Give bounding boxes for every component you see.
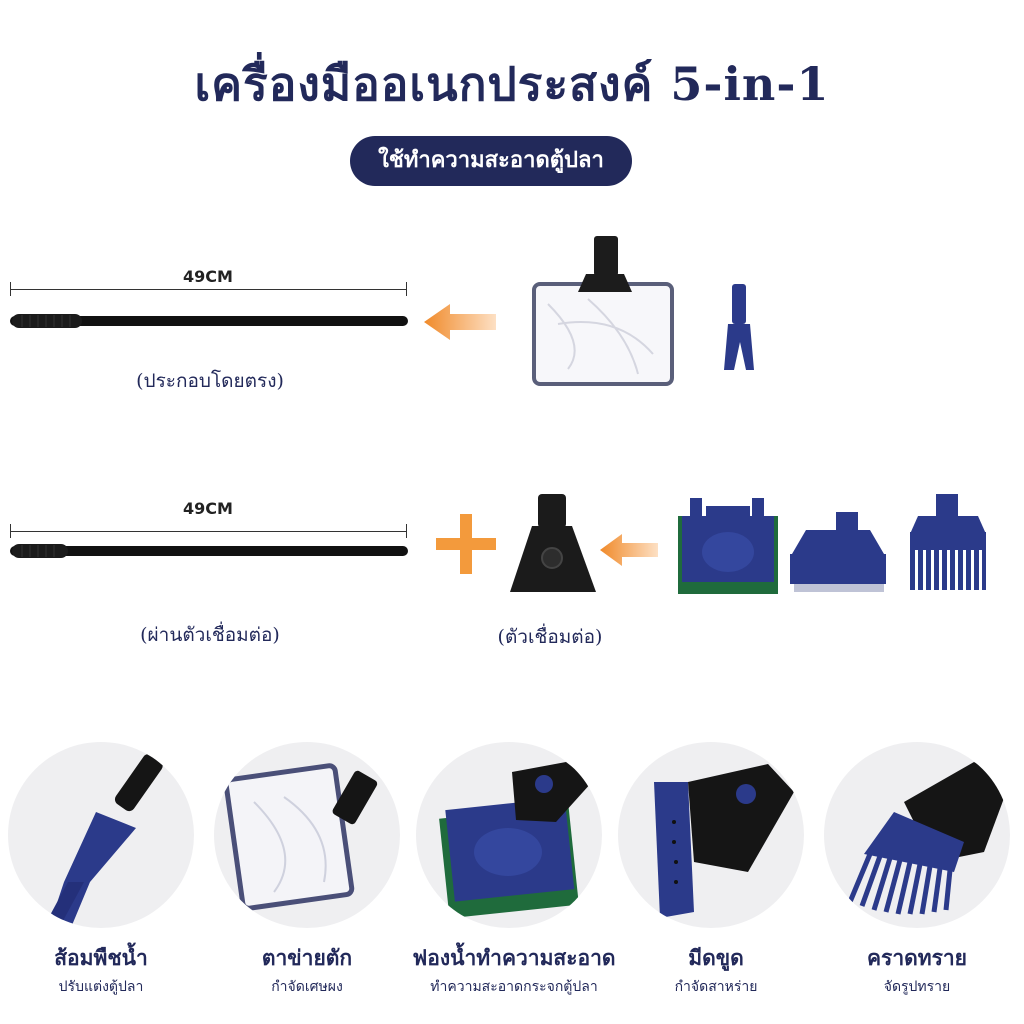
connector-image	[510, 494, 596, 592]
tool-photo-fork	[8, 742, 194, 928]
arrow-left-icon-2	[600, 534, 658, 566]
subtitle-badge: ใช้ทำความสะอาดตู้ปลา	[350, 136, 632, 186]
caption-connector: (ตัวเชื่อมต่อ)	[497, 626, 603, 648]
handle-pole-row2	[10, 544, 408, 558]
caption-via-connector: (ผ่านตัวเชื่อมต่อ)	[140, 624, 280, 646]
tool-name-scraper: มีดขูด	[688, 946, 744, 970]
plant-fork-image	[724, 284, 754, 370]
tool-name-fork: ส้อมพืชน้ำ	[54, 946, 148, 970]
tool-photo-net	[214, 742, 400, 928]
tool-desc-sponge: ทำความสะอาดกระจกตู้ปลา	[430, 979, 598, 995]
page-title: เครื่องมืออเนกประสงค์ 5-in-1	[194, 57, 830, 111]
handle-pole-row1	[10, 314, 408, 328]
length-label-row2: 49CM	[183, 499, 233, 518]
tool-name-net: ตาข่ายตัก	[261, 946, 353, 970]
length-label-row1: 49CM	[183, 267, 233, 286]
tool-photo-scraper	[618, 742, 804, 928]
tool-name-sponge: ฟองน้ำทำความสะอาด	[412, 946, 616, 970]
tool-desc-fork: ปรับแต่งตู้ปลา	[58, 979, 144, 995]
caption-direct: (ประกอบโดยตรง)	[136, 370, 284, 392]
tool-name-rake: คราดทราย	[867, 946, 967, 970]
tool-desc-scraper: กำจัดสาหร่าย	[674, 979, 758, 995]
net-head-image	[532, 236, 674, 386]
rake-head-image	[910, 494, 986, 590]
arrow-left-icon	[424, 304, 496, 340]
tool-photo-rake	[824, 742, 1010, 928]
scraper-head-image	[790, 512, 886, 592]
sponge-head-image	[678, 498, 778, 594]
plus-icon	[436, 514, 496, 574]
tool-desc-rake: จัดรูปทราย	[883, 979, 951, 995]
tool-photo-sponge	[416, 742, 602, 928]
tool-desc-net: กำจัดเศษผง	[271, 979, 343, 995]
